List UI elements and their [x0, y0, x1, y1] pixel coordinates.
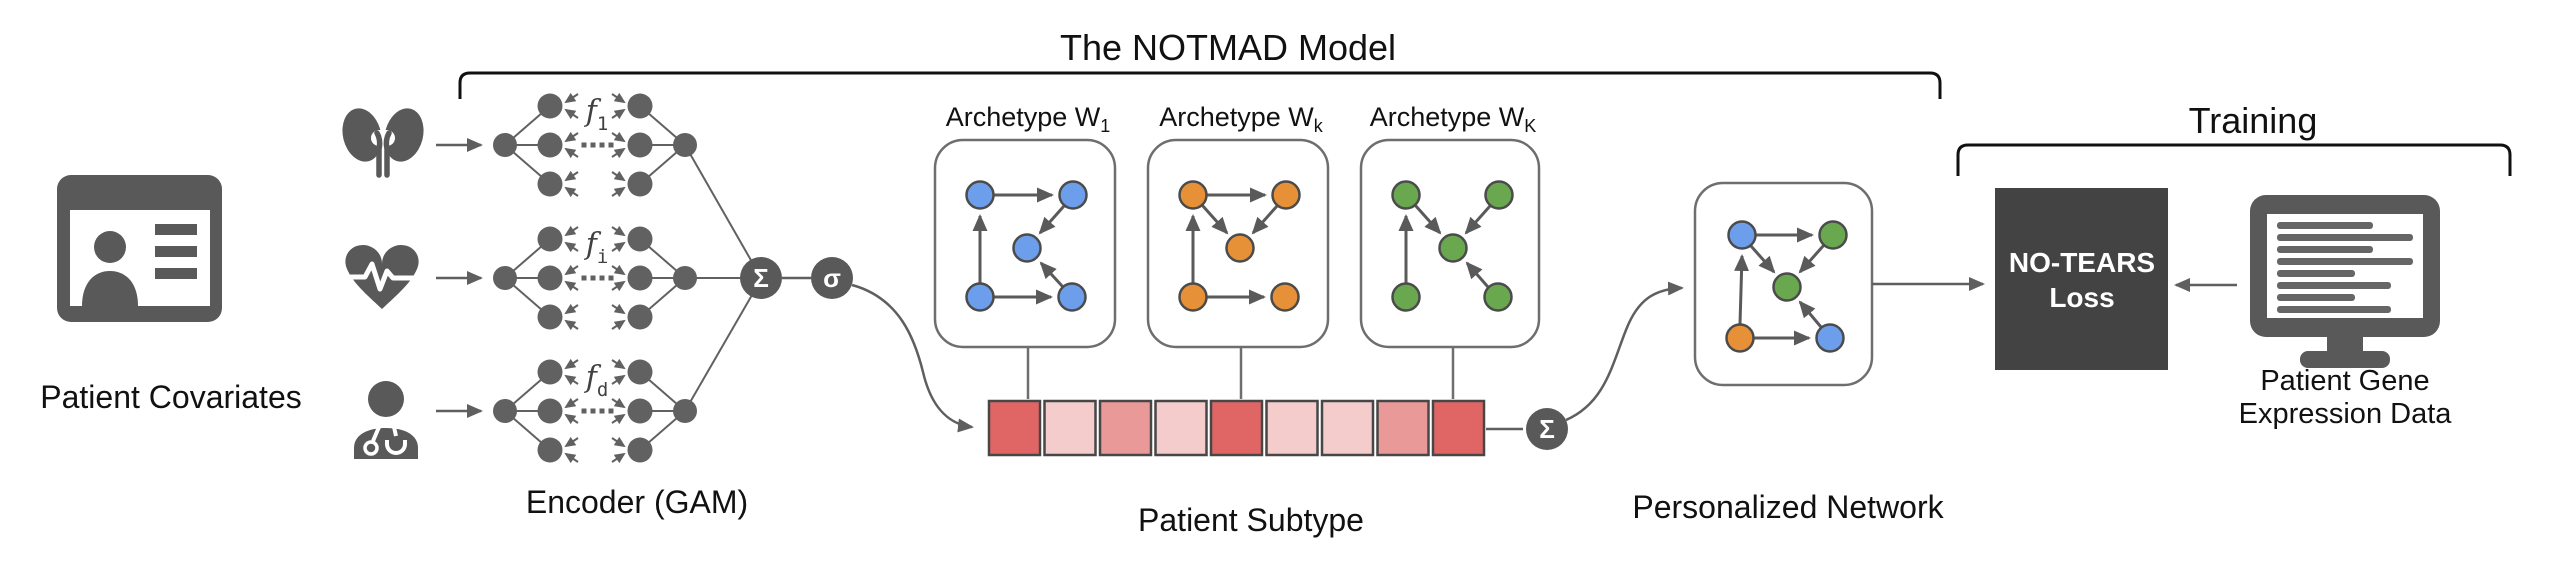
model-title: The NOTMAD Model — [1060, 27, 1396, 68]
subtype-cell — [1431, 399, 1486, 457]
archetype-wk-title: Archetype Wk — [1159, 102, 1324, 136]
monitor-icon — [2250, 195, 2440, 368]
subtype-cell — [1098, 399, 1153, 457]
subtype-cell — [1265, 399, 1319, 457]
subtype-cell — [1376, 399, 1430, 457]
sum-node: Σ — [740, 257, 782, 299]
subtype-cell — [1209, 399, 1264, 457]
sum-to-personalized-curve — [1565, 281, 1684, 422]
subtype-cell — [987, 399, 1042, 457]
archetype-wk-box — [1146, 138, 1330, 349]
gam-out-line-3 — [684, 294, 753, 412]
f1-label: f1 — [584, 94, 609, 135]
subtype-vector — [987, 399, 1486, 457]
subtype-cell — [1043, 399, 1097, 457]
id-card-icon — [57, 175, 222, 322]
sigma-node: σ — [811, 257, 853, 299]
subtype-cell — [1320, 399, 1375, 457]
notmad-bracket — [458, 71, 1942, 99]
fi-label: fi — [584, 227, 609, 268]
covariates-label: Patient Covariates — [40, 379, 301, 415]
doctor-icon — [354, 381, 418, 459]
sigma-to-subtype-curve — [851, 283, 974, 433]
heart-pulse-icon — [345, 245, 419, 309]
subtype-cell — [1154, 399, 1208, 457]
gam-network-3 — [436, 360, 697, 463]
personalized-label: Personalized Network — [1632, 489, 1944, 525]
gam-network-2 — [436, 227, 697, 330]
gam-network-1 — [436, 94, 697, 197]
no-tears-loss-box: NO-TEARS Loss — [1995, 188, 2168, 370]
training-title: Training — [2189, 100, 2318, 141]
subtype-label: Patient Subtype — [1138, 502, 1364, 538]
subtype-sum-node: Σ — [1526, 408, 1568, 450]
gene-data-label-line1: Patient Gene — [2260, 365, 2429, 397]
archetype-w1-box — [933, 138, 1117, 349]
svg-text:Loss: Loss — [2049, 282, 2114, 313]
personalized-network-box — [1693, 181, 1874, 387]
fd-label: fd — [584, 360, 609, 401]
archetype-wbigk-title: Archetype WK — [1370, 102, 1537, 136]
archetype-w1-title: Archetype W1 — [946, 102, 1111, 136]
training-bracket — [1956, 143, 2512, 176]
archetype-wbigk-box — [1359, 138, 1541, 349]
svg-text:Σ: Σ — [753, 263, 769, 293]
svg-text:σ: σ — [823, 263, 841, 293]
gam-out-line-1 — [684, 144, 753, 263]
kidneys-icon — [342, 108, 424, 178]
svg-text:Σ: Σ — [1539, 414, 1555, 444]
svg-text:NO-TEARS: NO-TEARS — [2009, 247, 2155, 278]
encoder-label: Encoder (GAM) — [526, 484, 748, 520]
gene-data-label-line2: Expression Data — [2239, 398, 2453, 430]
